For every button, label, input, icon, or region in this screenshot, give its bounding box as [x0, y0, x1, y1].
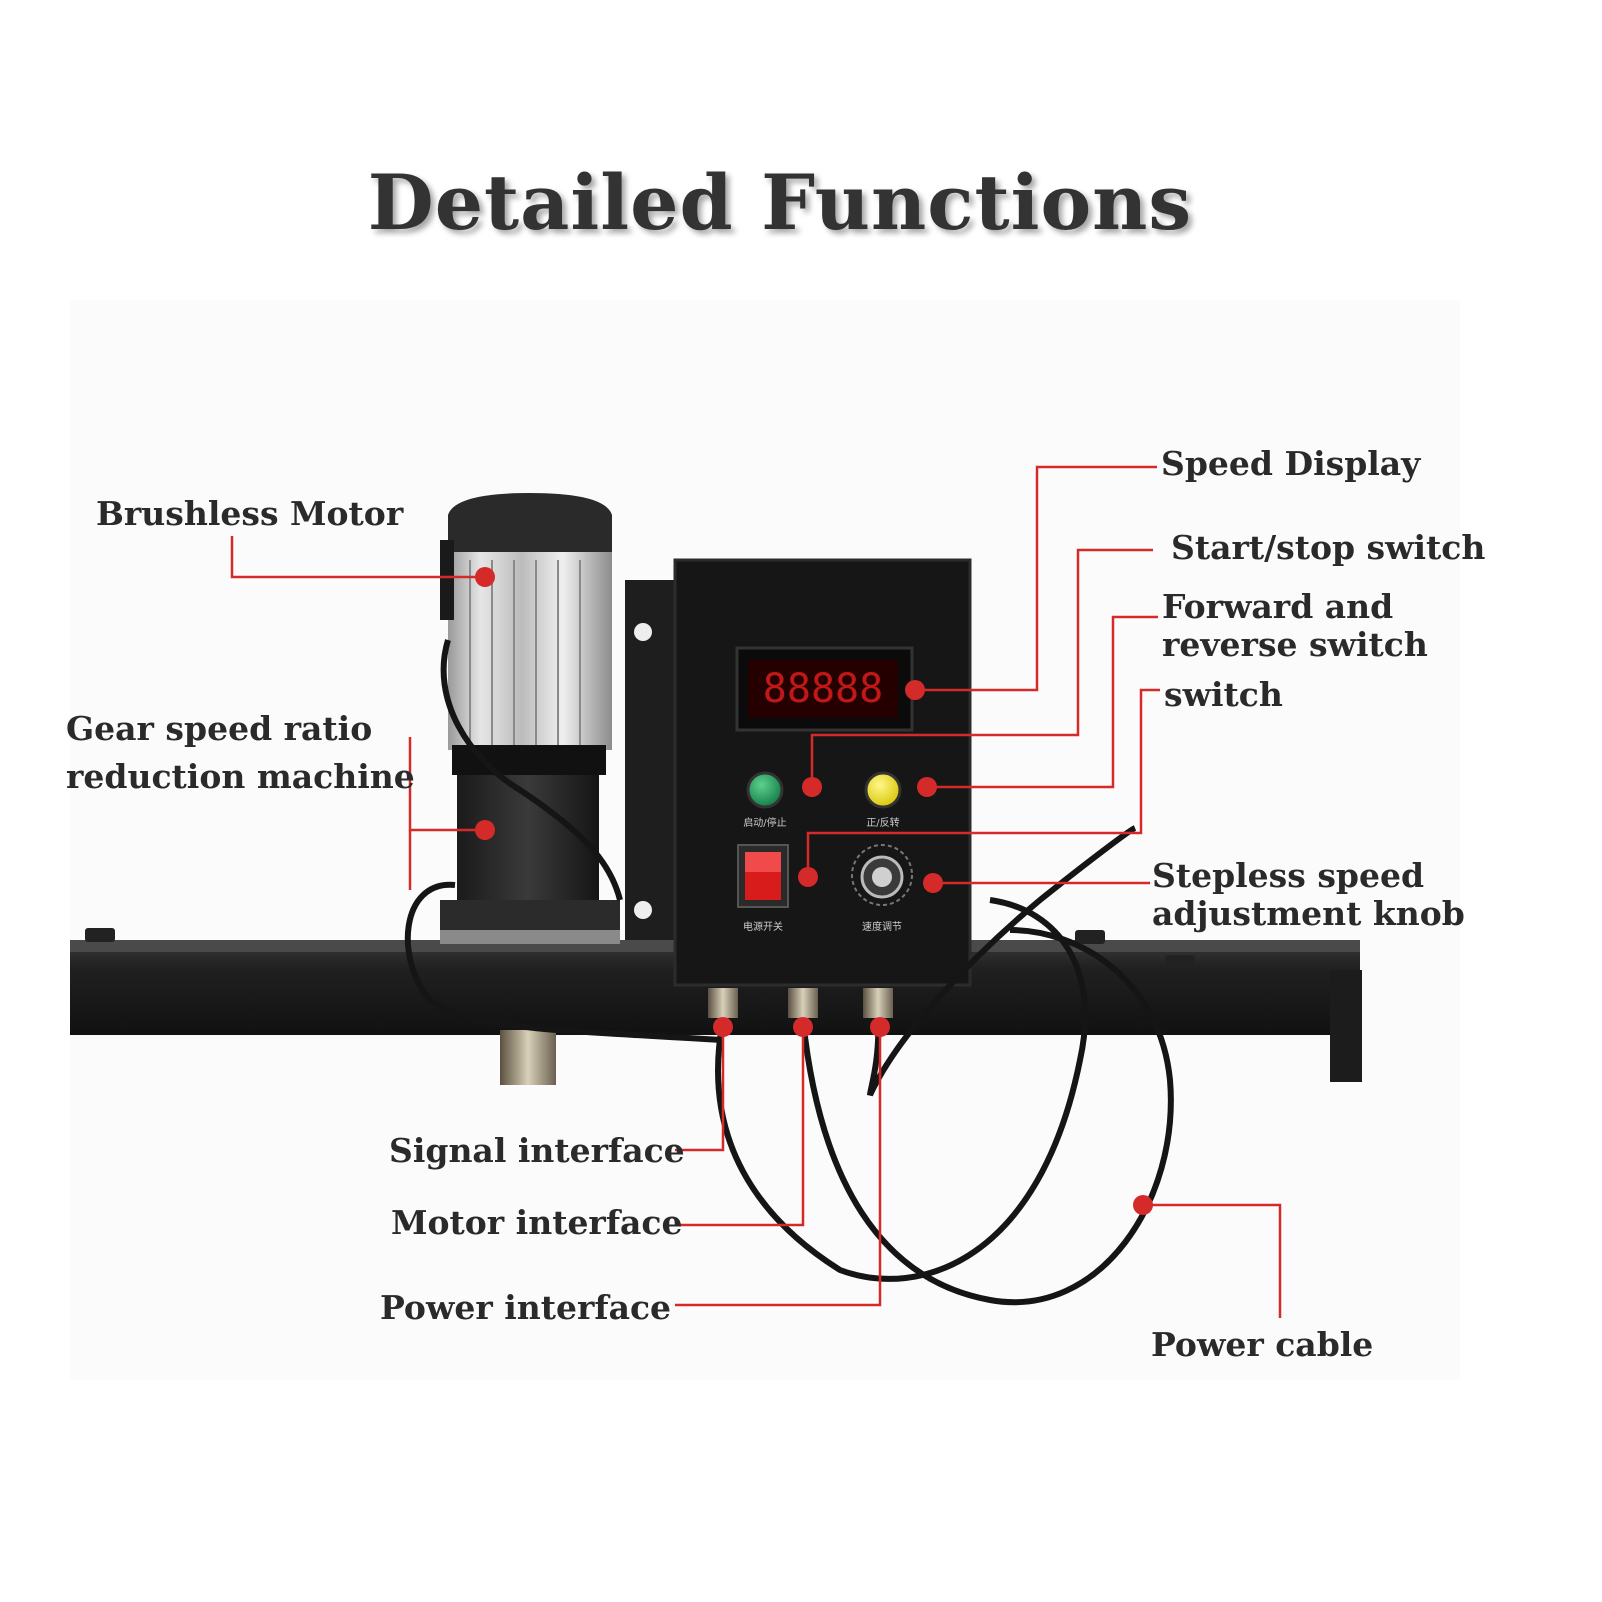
- cables: [404, 639, 1174, 1305]
- svg-text:电源开关: 电源开关: [743, 920, 783, 933]
- svg-text:速度调节: 速度调节: [862, 920, 902, 933]
- label-power-cable: Power cable: [1151, 1325, 1374, 1364]
- output-shaft: [500, 1030, 556, 1085]
- rail-beam: [70, 928, 1362, 1082]
- brushless-motor: [440, 493, 612, 775]
- label-gear-reduction: Gear speed ratio reduction machine: [66, 709, 415, 796]
- svg-text:启动/停止: 启动/停止: [743, 816, 786, 829]
- control-box: 88888 启动/停止 正/反转 电源开关 速度调节: [673, 558, 972, 987]
- connectors: [708, 988, 893, 1018]
- label-speed-display: Speed Display: [1161, 444, 1421, 483]
- label-switch: switch: [1164, 675, 1283, 714]
- callout-dots: [475, 567, 1153, 1215]
- label-speed-knob: Stepless speed adjustment knob: [1152, 856, 1465, 933]
- callout-lines: [230, 465, 1282, 1318]
- label-signal-interface: Signal interface: [389, 1131, 685, 1170]
- label-start-stop-switch: Start/stop switch: [1171, 528, 1486, 567]
- speed-display-digits: 88888: [763, 666, 883, 712]
- label-power-interface: Power interface: [380, 1288, 672, 1327]
- svg-text:正/反转: 正/反转: [866, 816, 899, 829]
- label-forward-reverse-switch: Forward and reverse switch: [1162, 587, 1428, 664]
- knob-scale: [851, 844, 913, 906]
- label-brushless-motor: Brushless Motor: [96, 494, 404, 533]
- start-stop-button: [746, 771, 784, 809]
- forward-reverse-button: [864, 771, 902, 809]
- label-motor-interface: Motor interface: [391, 1203, 683, 1242]
- page-title: Detailed Functions: [367, 158, 1193, 247]
